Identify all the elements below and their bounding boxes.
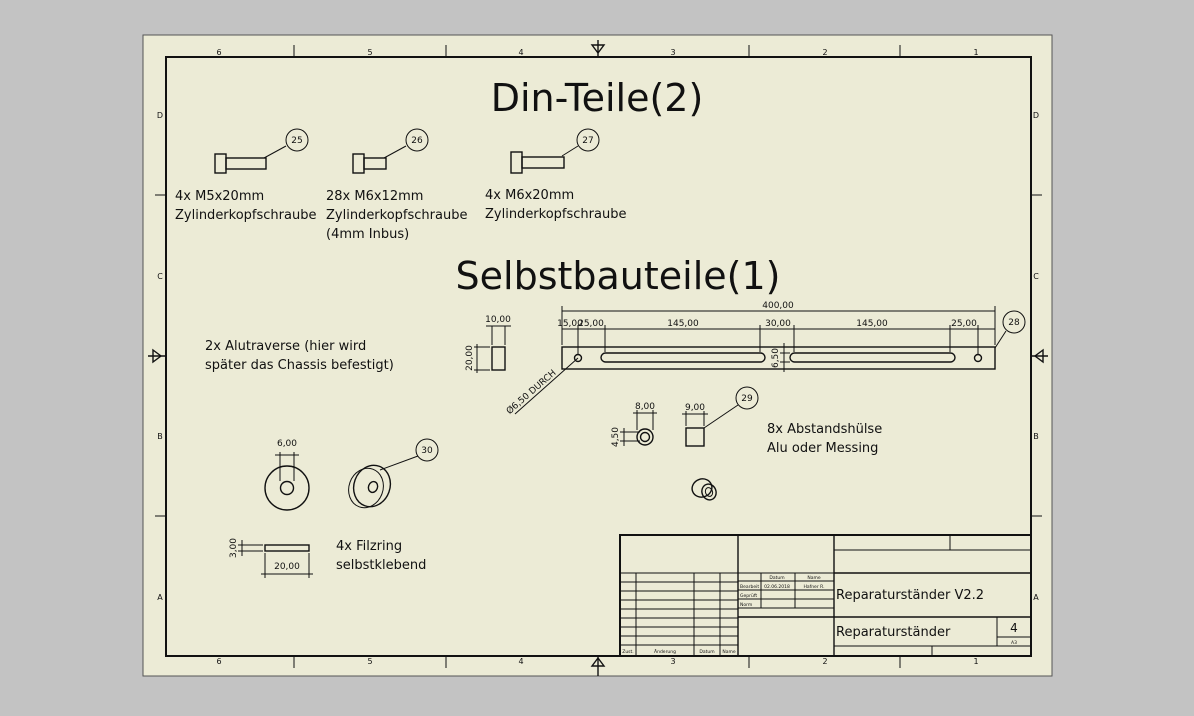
spacer-drawing [620,386,759,501]
dim-side-width: 10,00 [485,315,511,325]
zone-bottom-1: 1 [973,657,978,666]
zone-bottom-2: 2 [822,657,827,666]
zone-top-4: 4 [518,48,523,57]
screw-25-qty: 4x M5x20mm [175,189,264,204]
screw-25-drawing: 25 [214,128,309,174]
balloon-30: 30 [421,446,433,456]
zone-right-B: B [1033,432,1039,441]
screw-26-desc: Zylinderkopfschraube [326,208,467,223]
tb-foot-aenderung: Änderung [654,648,676,655]
tb-foot-name: Name [722,649,736,655]
dim-145-right: 145,00 [856,319,888,329]
screw-26-extra: (4mm Inbus) [326,227,409,242]
tb-sheet-number: 4 [1010,621,1018,635]
tb-row-geprueft: Geprüft [740,593,757,599]
zone-bottom-6: 6 [216,657,221,666]
zone-left-D: D [157,111,163,120]
felt-ring-drawing [238,438,439,578]
dim-traverse-height: 6,50 [771,348,781,368]
zone-left-B: B [157,432,163,441]
balloon-28: 28 [1008,318,1020,328]
zone-left-C: C [157,272,163,281]
heading-self-made-parts: Selbstbauteile(1) [456,254,781,298]
tb-foot-datum: Datum [699,649,714,655]
sheet-outer [142,34,1053,677]
zone-top-2: 2 [822,48,827,57]
spacer-note-line2: Alu oder Messing [767,441,878,456]
dim-felt-thickness: 3,00 [229,538,239,558]
dim-145-left: 145,00 [667,319,699,329]
zone-left-A: A [157,593,163,602]
zone-top-3: 3 [670,48,675,57]
felt-note-line1: 4x Filzring [336,539,402,554]
traverse-note-line2: später das Chassis befestigt) [205,358,394,373]
tb-format: A3 [1011,640,1017,646]
tb-date: 02.06.2018 [764,584,790,590]
traverse-top-view [514,306,1026,415]
balloon-27: 27 [582,136,593,146]
spacer-note-line1: 8x Abstandshülse [767,422,882,437]
zone-bottom-5: 5 [367,657,372,666]
zone-right-A: A [1033,593,1039,602]
screw-26-qty: 28x M6x12mm [326,189,423,204]
dim-25-right: 25,00 [951,319,977,329]
zone-right-C: C [1033,272,1039,281]
traverse-note-line1: 2x Alutraverse (hier wird [205,339,366,354]
tb-subtitle: Reparaturständer [836,625,951,640]
zone-bottom-4: 4 [518,657,523,666]
title-block [619,534,1032,657]
zone-ticks [155,45,1042,668]
dim-30: 30,00 [765,319,791,329]
dim-spacer-8: 8,00 [635,402,655,412]
zone-top-5: 5 [367,48,372,57]
tb-title: Reparaturständer V2.2 [836,588,984,603]
tb-col-datum: Datum [769,575,784,581]
balloon-26: 26 [411,136,423,146]
zone-right-D: D [1033,111,1039,120]
zone-labels-top: 6 5 4 3 2 1 6 5 4 3 2 1 D C B A D C B A [157,48,1039,666]
dim-side-height: 20,00 [465,345,475,371]
zone-bottom-3: 3 [670,657,675,666]
dim-overall-length: 400,00 [762,301,794,311]
center-marks [148,40,1048,676]
balloon-25: 25 [291,136,302,146]
tb-foot-zust: Zust. [622,649,633,655]
zone-top-6: 6 [216,48,221,57]
dim-spacer-4-5: 4,50 [611,427,621,447]
heading-din-parts: Din-Teile(2) [491,76,704,120]
screw-26-drawing: 26 [352,128,429,174]
screw-27-desc: Zylinderkopfschraube [485,207,626,222]
felt-note-line2: selbstklebend [336,558,426,573]
traverse-side-view [474,325,511,373]
tb-row-bearbeit: Bearbeit [740,584,759,590]
tb-col-name: Name [807,575,821,581]
dim-felt-inner: 6,00 [277,439,297,449]
dim-felt-outer: 20,00 [274,562,300,572]
dim-15: 15,00 [557,319,583,329]
tb-row-norm: Norm [740,602,752,608]
dim-spacer-9: 9,00 [685,403,705,413]
balloon-29: 29 [741,394,753,404]
zone-top-1: 1 [973,48,978,57]
screw-27-drawing: 27 [510,128,600,174]
screw-27-qty: 4x M6x20mm [485,188,574,203]
screw-25-desc: Zylinderkopfschraube [175,208,316,223]
dim-25-left: 25,00 [578,319,604,329]
tb-author: Hafner R. [803,584,824,590]
